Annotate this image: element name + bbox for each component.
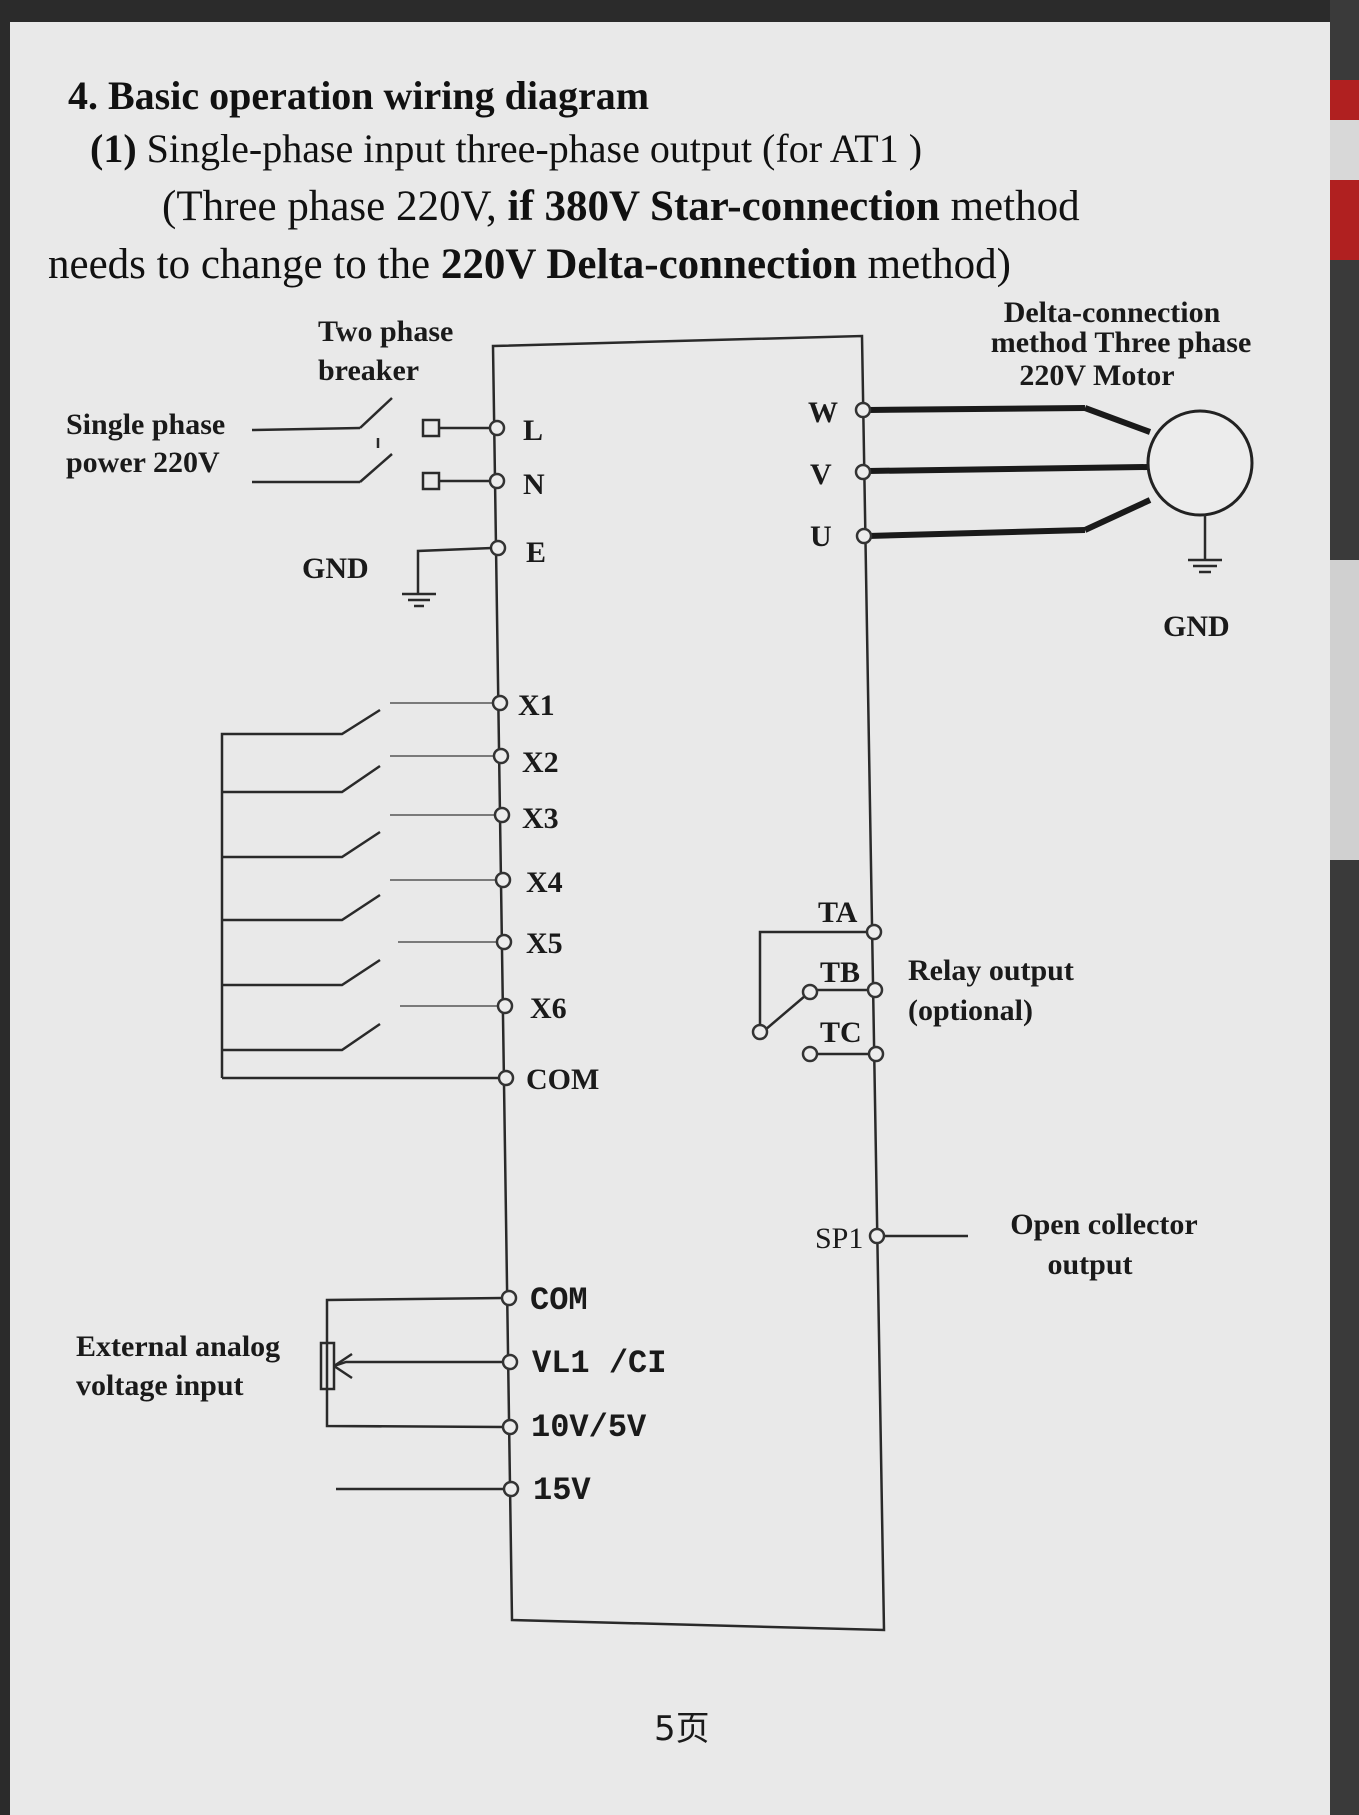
terminal-X3-label: X3 xyxy=(522,802,559,835)
ground-symbol-motor xyxy=(1188,515,1222,574)
terminal-COM2-label: COM xyxy=(530,1282,588,1319)
terminal-COM-label: COM xyxy=(526,1063,599,1096)
edge-light-band xyxy=(1330,120,1359,180)
terminal-X5-node xyxy=(495,933,513,951)
motor-label-line-2: method Three phase xyxy=(991,326,1252,359)
terminal-U-label: U xyxy=(810,520,832,553)
section-subtitle: (1) Single-phase input three-phase outpu… xyxy=(90,125,922,172)
edge-red-band-2 xyxy=(1330,180,1359,260)
digital-input-switches xyxy=(220,702,500,1080)
gnd-label-left: GND xyxy=(302,552,369,585)
relay-contacts xyxy=(751,930,874,1063)
potentiometer-symbol xyxy=(319,1296,504,1429)
terminal-X6-node xyxy=(496,997,514,1015)
analog-label-line-1: External analog xyxy=(76,1330,280,1363)
note-part-1b: if 380V Star-connection xyxy=(507,183,940,230)
note-part-1c: method xyxy=(950,183,1080,230)
analog-label-line-2: voltage input xyxy=(76,1369,244,1402)
terminal-SP1-node xyxy=(868,1227,886,1245)
power-label-line-1: Single phase xyxy=(66,408,225,441)
motor-label-line-1: Delta-connection xyxy=(1004,296,1221,329)
terminal-X5-label: X5 xyxy=(526,927,563,960)
terminal-W-label: W xyxy=(808,396,838,429)
relay-label-line-2: (optional) xyxy=(908,994,1033,1027)
note-part-2b: 220V Delta-connection xyxy=(440,241,857,288)
motor-label-line-3: 220V Motor xyxy=(1019,359,1174,392)
motor-icon xyxy=(1146,409,1254,517)
terminal-10V-node xyxy=(501,1418,519,1436)
terminal-X2-node xyxy=(492,747,510,765)
terminal-X4-label: X4 xyxy=(526,866,563,899)
terminal-TB-node xyxy=(866,981,884,999)
subtitle-text: Single-phase input three-phase output (f… xyxy=(146,126,923,171)
terminal-X4-node xyxy=(494,871,512,889)
terminal-W-node xyxy=(854,401,872,419)
note-part-2a: needs to change to the xyxy=(48,241,431,288)
page-number: 5页 xyxy=(654,1709,710,1749)
terminal-TC-node xyxy=(867,1045,885,1063)
terminal-10V-label: 10V/5V xyxy=(531,1409,647,1446)
gnd-label-right: GND xyxy=(1163,610,1230,643)
terminal-E-node xyxy=(489,539,507,557)
open-collector-label-line-2: output xyxy=(1047,1248,1132,1281)
terminal-X2-label: X2 xyxy=(522,746,559,779)
manual-page xyxy=(10,22,1330,1815)
open-collector-label-line-1: Open collector xyxy=(1010,1208,1197,1241)
section-title: 4. Basic operation wiring diagram xyxy=(68,73,650,118)
note-part-2c: method) xyxy=(867,241,1011,288)
power-label-line-2: power 220V xyxy=(66,446,220,479)
subtitle-number: (1) xyxy=(90,126,137,171)
terminal-VL1-label: VL1 /CI xyxy=(532,1345,666,1382)
terminal-TA-node xyxy=(865,923,883,941)
ground-symbol-left xyxy=(402,546,493,608)
terminal-X1-label: X1 xyxy=(518,689,555,722)
terminal-V-label: V xyxy=(810,458,832,491)
breaker-label-line-2: breaker xyxy=(318,354,419,387)
terminal-15V-node xyxy=(502,1480,520,1498)
terminal-TB-label: TB xyxy=(820,956,860,989)
note-part-1a: (Three phase 220V, xyxy=(162,183,497,230)
terminal-V-node xyxy=(854,463,872,481)
terminal-COM2-node xyxy=(500,1289,518,1307)
terminal-L-label: L xyxy=(523,414,543,447)
terminal-E-label: E xyxy=(526,536,546,569)
terminal-X3-node xyxy=(493,806,511,824)
terminal-VL1-node xyxy=(501,1353,519,1371)
terminal-U-node xyxy=(855,527,873,545)
terminal-COM-node xyxy=(497,1069,515,1087)
terminal-N-label: N xyxy=(523,468,545,501)
terminal-SP1-label: SP1 xyxy=(815,1222,863,1255)
connection-note-line-1: (Three phase 220V, if 380V Star-connecti… xyxy=(162,182,1080,231)
edge-light-band-2 xyxy=(1330,560,1359,860)
breaker-label-line-1: Two phase xyxy=(318,315,453,348)
terminal-X6-label: X6 xyxy=(530,992,567,1025)
terminal-N-node xyxy=(488,472,506,490)
terminal-X1-node xyxy=(491,694,509,712)
terminal-TC-label: TC xyxy=(820,1016,862,1049)
photo-edge xyxy=(1330,0,1359,1815)
terminal-TA-label: TA xyxy=(818,896,858,929)
connection-note-line-2: needs to change to the 220V Delta-connec… xyxy=(48,240,1011,289)
motor-wiring xyxy=(867,405,1152,539)
terminal-L-node xyxy=(488,419,506,437)
relay-label-line-1: Relay output xyxy=(908,954,1074,987)
edge-red-band xyxy=(1330,80,1359,120)
inverter-body-outline xyxy=(491,334,886,1632)
terminal-15V-label: 15V xyxy=(533,1472,591,1509)
breaker-symbol xyxy=(251,397,492,491)
